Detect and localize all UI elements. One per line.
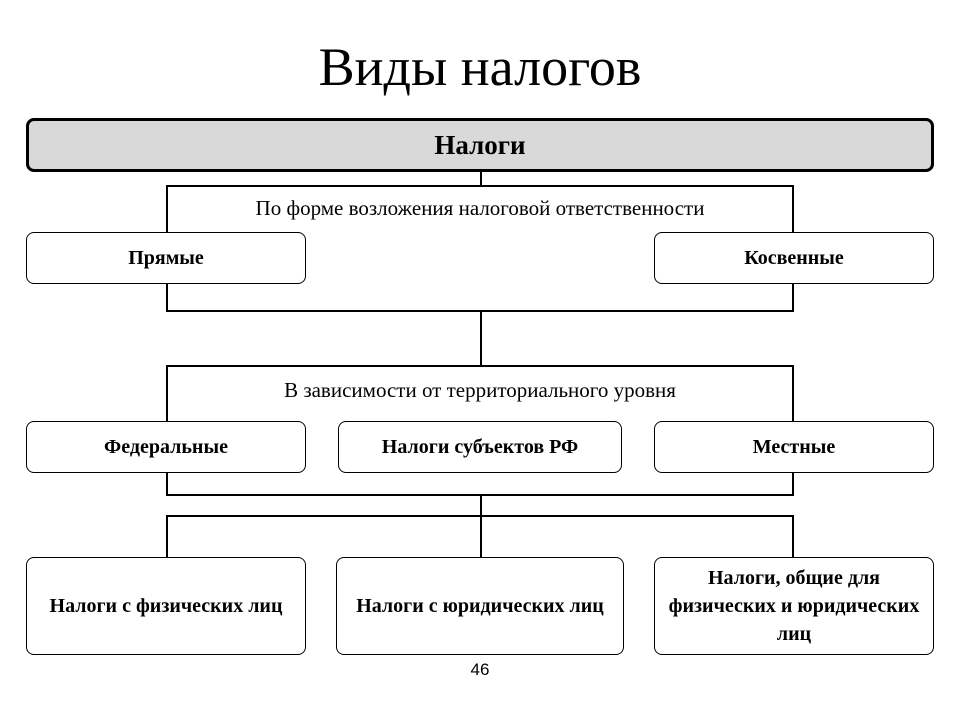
root-node-taxes: Налоги — [26, 118, 934, 172]
node-indirect: Косвенные — [654, 232, 934, 284]
node-federal: Федеральные — [26, 421, 306, 473]
node-local: Местные — [654, 421, 934, 473]
node-individuals: Налоги с физических лиц — [26, 557, 306, 655]
connector-form-to-territory — [480, 310, 482, 366]
node-direct: Прямые — [26, 232, 306, 284]
connector-territory-to-payers — [480, 494, 482, 516]
slide-title: Виды налогов — [318, 37, 642, 97]
connector-root-to-form — [480, 172, 482, 186]
node-regional: Налоги субъектов РФ — [338, 421, 622, 473]
node-common: Налоги, общие для физических и юридическ… — [654, 557, 934, 655]
page-number: 46 — [470, 660, 490, 679]
connector-payers-center — [480, 515, 482, 558]
group-label-form: По форме возложения налоговой ответствен… — [255, 196, 705, 220]
node-legal-entities: Налоги с юридических лиц — [336, 557, 624, 655]
group-label-territory: В зависимости от территориального уровня — [284, 378, 676, 402]
